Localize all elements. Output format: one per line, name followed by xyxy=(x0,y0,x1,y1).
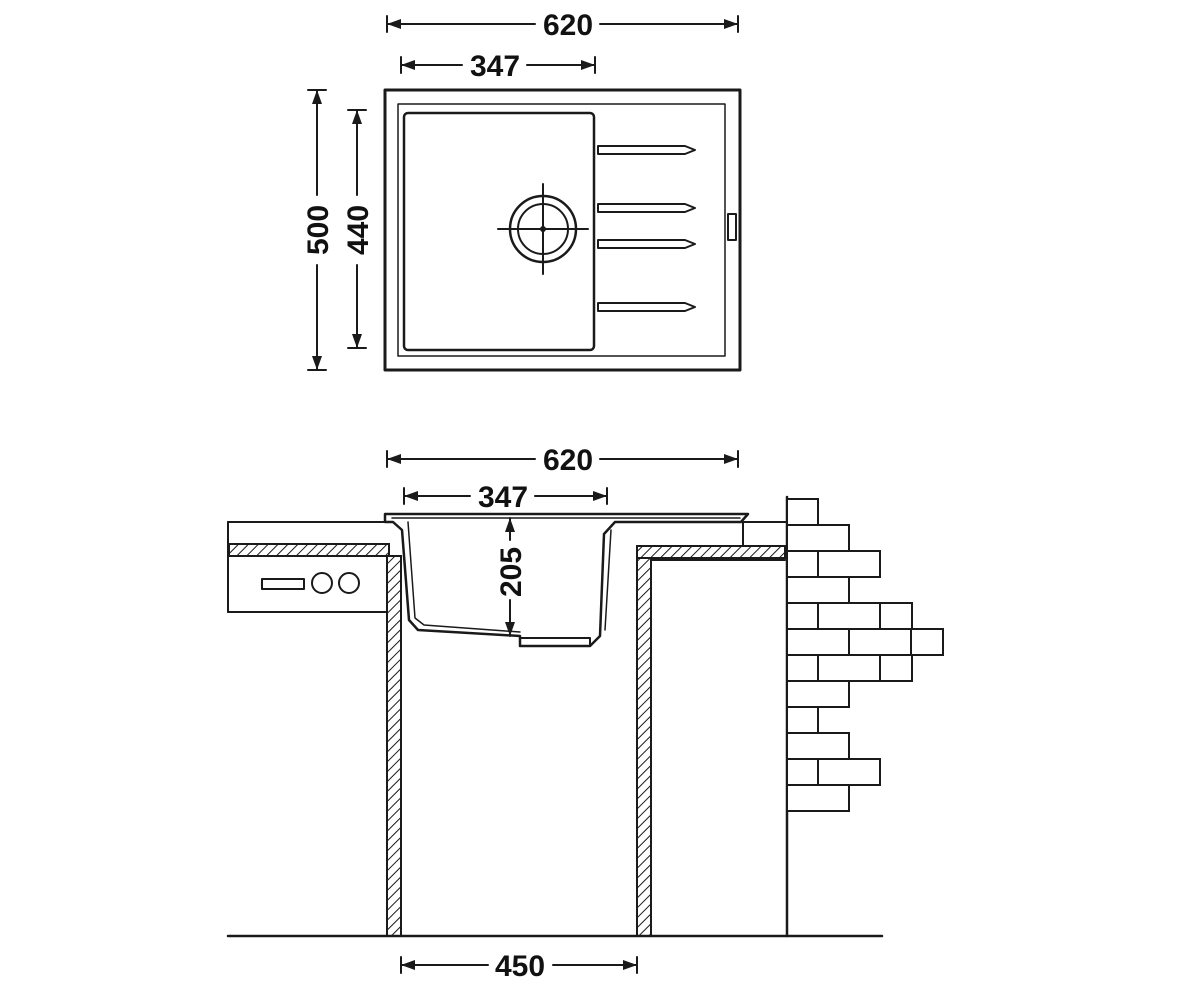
dim-cabinet-width: 450 xyxy=(400,950,638,983)
drain-symbol xyxy=(497,183,589,275)
dim-label-cabinet-width: 450 xyxy=(495,950,545,983)
sink-cross-section xyxy=(383,512,750,648)
left-countertop xyxy=(227,521,393,613)
left-cabinet-wall xyxy=(386,555,402,937)
dim-overall-width-top: 620 xyxy=(386,9,739,42)
top-view: 620 347 500 xyxy=(302,9,742,372)
dim-bowl-depth-top: 440 xyxy=(342,109,375,349)
appliance-knob xyxy=(311,572,333,594)
drainer-rib xyxy=(597,203,696,213)
dim-bowl-width-section: 347 xyxy=(403,481,608,514)
appliance-knob xyxy=(338,572,360,594)
brick xyxy=(879,654,913,682)
brick xyxy=(817,550,881,578)
dim-bowl-depth-section: 205 xyxy=(495,517,528,637)
dim-overall-width-section: 620 xyxy=(386,444,739,477)
dim-label-bowl-depth-top: 440 xyxy=(342,205,375,255)
brick xyxy=(786,576,850,604)
dim-label-bowl-depth-section: 205 xyxy=(495,547,528,597)
brick xyxy=(848,628,912,656)
dim-label-bowl-width-top: 347 xyxy=(470,50,520,83)
brick xyxy=(786,784,850,812)
left-countertop-hatch xyxy=(228,543,390,557)
overflow-slot xyxy=(727,213,737,241)
brick xyxy=(879,602,913,630)
appliance-display xyxy=(261,578,305,590)
brick xyxy=(786,524,850,552)
sink-inner-rim xyxy=(397,103,726,357)
dim-label-overall-depth: 500 xyxy=(302,205,335,255)
sink-outer-rim xyxy=(383,88,742,372)
brick xyxy=(910,628,944,656)
dim-overall-depth: 500 xyxy=(302,89,335,371)
right-countertop xyxy=(636,521,788,559)
brick xyxy=(786,758,819,786)
dim-label-bowl-width-section: 347 xyxy=(478,481,528,514)
dim-label-overall-width-section: 620 xyxy=(543,444,593,477)
dim-bowl-width-top: 347 xyxy=(400,50,596,83)
drainer-rib xyxy=(597,145,696,155)
brick xyxy=(786,498,819,526)
drainer-ribs xyxy=(597,145,696,312)
section-view: 620 347 xyxy=(226,444,944,983)
right-cabinet-wall xyxy=(636,557,652,937)
brick xyxy=(786,628,850,656)
drainer-rib xyxy=(597,239,696,249)
brick xyxy=(786,706,819,734)
brick xyxy=(786,732,850,760)
brick xyxy=(786,602,819,630)
brick xyxy=(786,654,819,682)
brick-wall xyxy=(785,495,944,938)
brick xyxy=(817,654,881,682)
drainer-rib xyxy=(597,302,696,312)
brick xyxy=(817,758,881,786)
brick xyxy=(786,550,819,578)
drain-flange xyxy=(519,637,591,647)
dim-label-overall-width-top: 620 xyxy=(543,9,593,42)
bowl-outline xyxy=(402,111,596,352)
brick xyxy=(817,602,881,630)
right-countertop-hatch xyxy=(636,545,786,559)
brick xyxy=(786,680,850,708)
